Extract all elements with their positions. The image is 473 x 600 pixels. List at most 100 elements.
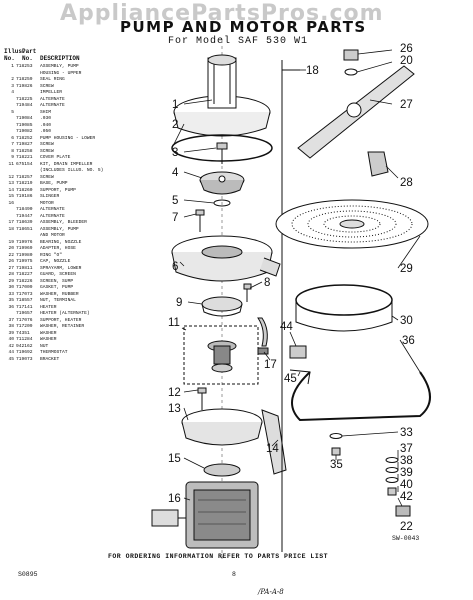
part-screw-12 [197, 387, 207, 410]
callout-label: 14 [266, 443, 279, 455]
callout-label: 35 [330, 459, 343, 471]
callout-label: 40 [400, 479, 413, 491]
callout-label: 30 [400, 315, 413, 327]
part-description: NUT [40, 343, 49, 349]
part-description: SCREW [40, 174, 54, 180]
part-screw-3 [216, 142, 228, 164]
part-number: 718252 [16, 135, 33, 141]
part-description: SUPPORT, HEATER [40, 317, 82, 323]
part-description: THERMOSTAT [40, 350, 68, 355]
part-bleeder [257, 317, 269, 355]
illus-number: 6 [11, 135, 14, 141]
illus-number: 35 [8, 298, 14, 303]
part-description: SCREW [40, 148, 54, 154]
part-number: 719976 [16, 239, 33, 245]
illus-number: 29 [8, 278, 14, 284]
part-description: SLINGER [40, 194, 60, 199]
part-description: SCREW [40, 142, 54, 147]
part-number: 717076 [16, 317, 33, 323]
callout-label: 45 [284, 373, 297, 385]
callout-label: 27 [400, 99, 413, 111]
part-screw-8 [243, 283, 252, 302]
part-number: 718490 [16, 207, 33, 212]
illus-number: 12 [8, 174, 14, 180]
part-description: .030 [40, 116, 52, 121]
illus-number: 11 [8, 161, 14, 167]
part-description: .040 [40, 122, 52, 128]
part-description: BRACKET [40, 356, 60, 362]
parts-list-row: 719085 .040 [4, 123, 122, 129]
part-number: 74351 [16, 330, 30, 336]
illus-number: 13 [8, 181, 14, 186]
callout-label: 29 [400, 263, 413, 275]
part-heater-hardware [329, 433, 411, 517]
part-description: ALTERNATE [40, 207, 65, 212]
illus-number: 19 [8, 239, 14, 245]
part-hose-adapter [344, 68, 358, 76]
part-number: 675154 [16, 161, 33, 167]
callout-label: 22 [400, 521, 413, 533]
illus-number: 16 [8, 200, 14, 206]
part-description: ALTERNATE [40, 103, 65, 108]
part-description: CAP, NOZZLE [40, 259, 71, 264]
part-sump-screen [275, 199, 429, 249]
illus-number: 4 [11, 90, 14, 95]
part-description: .050 [40, 129, 52, 134]
part-description: ASSEMBLY, PUMP [40, 226, 79, 232]
part-pump-base [181, 408, 263, 446]
part-motor [151, 481, 259, 549]
part-number: 719484 [16, 103, 33, 108]
callout-label: 4 [172, 167, 179, 179]
illus-number: 17 [8, 220, 14, 225]
part-impeller [199, 171, 245, 195]
part-slinger [203, 463, 241, 477]
part-description: SHIM [40, 109, 52, 115]
column-header-part: Part No. [22, 48, 37, 62]
part-description: BEARING, NOZZLE [40, 239, 82, 245]
part-pump-gasket [295, 284, 393, 332]
part-description: IMPELLER [40, 90, 63, 95]
callout-label: 17 [264, 359, 277, 371]
handwritten-note: /PA-A-8 [258, 588, 284, 596]
part-number: 711284 [16, 337, 33, 342]
part-number: 718226 [16, 278, 33, 284]
illus-number: 28 [8, 272, 14, 277]
part-number: 719085 [16, 122, 33, 128]
illus-number: 40 [8, 337, 14, 342]
callout-label: 8 [264, 277, 270, 289]
part-description: GUARD, SCREEN [40, 272, 76, 277]
illus-number: 33 [8, 291, 14, 297]
parts-list-row: 719484 ALTERNATE [4, 103, 122, 109]
illus-number: 7 [11, 142, 14, 147]
part-number: 719084 [16, 116, 33, 121]
callout-label: 1 [172, 99, 178, 111]
part-number: 718227 [16, 272, 33, 277]
illus-number: 15 [8, 194, 14, 199]
part-description: ALTERNATE [40, 96, 65, 102]
callout-label: 33 [400, 427, 413, 439]
part-description: NUT, TERMINAL [40, 298, 76, 303]
page-subtitle: For Model SAF 530 W1 [168, 36, 309, 47]
illus-number: 30 [8, 285, 14, 290]
part-pump-support [261, 409, 287, 475]
callout-label: 15 [168, 453, 181, 465]
document-code: S0895 [18, 571, 38, 578]
part-number: 717141 [16, 304, 33, 310]
ordering-note: FOR ORDERING INFORMATION REFER TO PARTS … [108, 553, 329, 560]
illus-number: 8 [11, 148, 14, 154]
